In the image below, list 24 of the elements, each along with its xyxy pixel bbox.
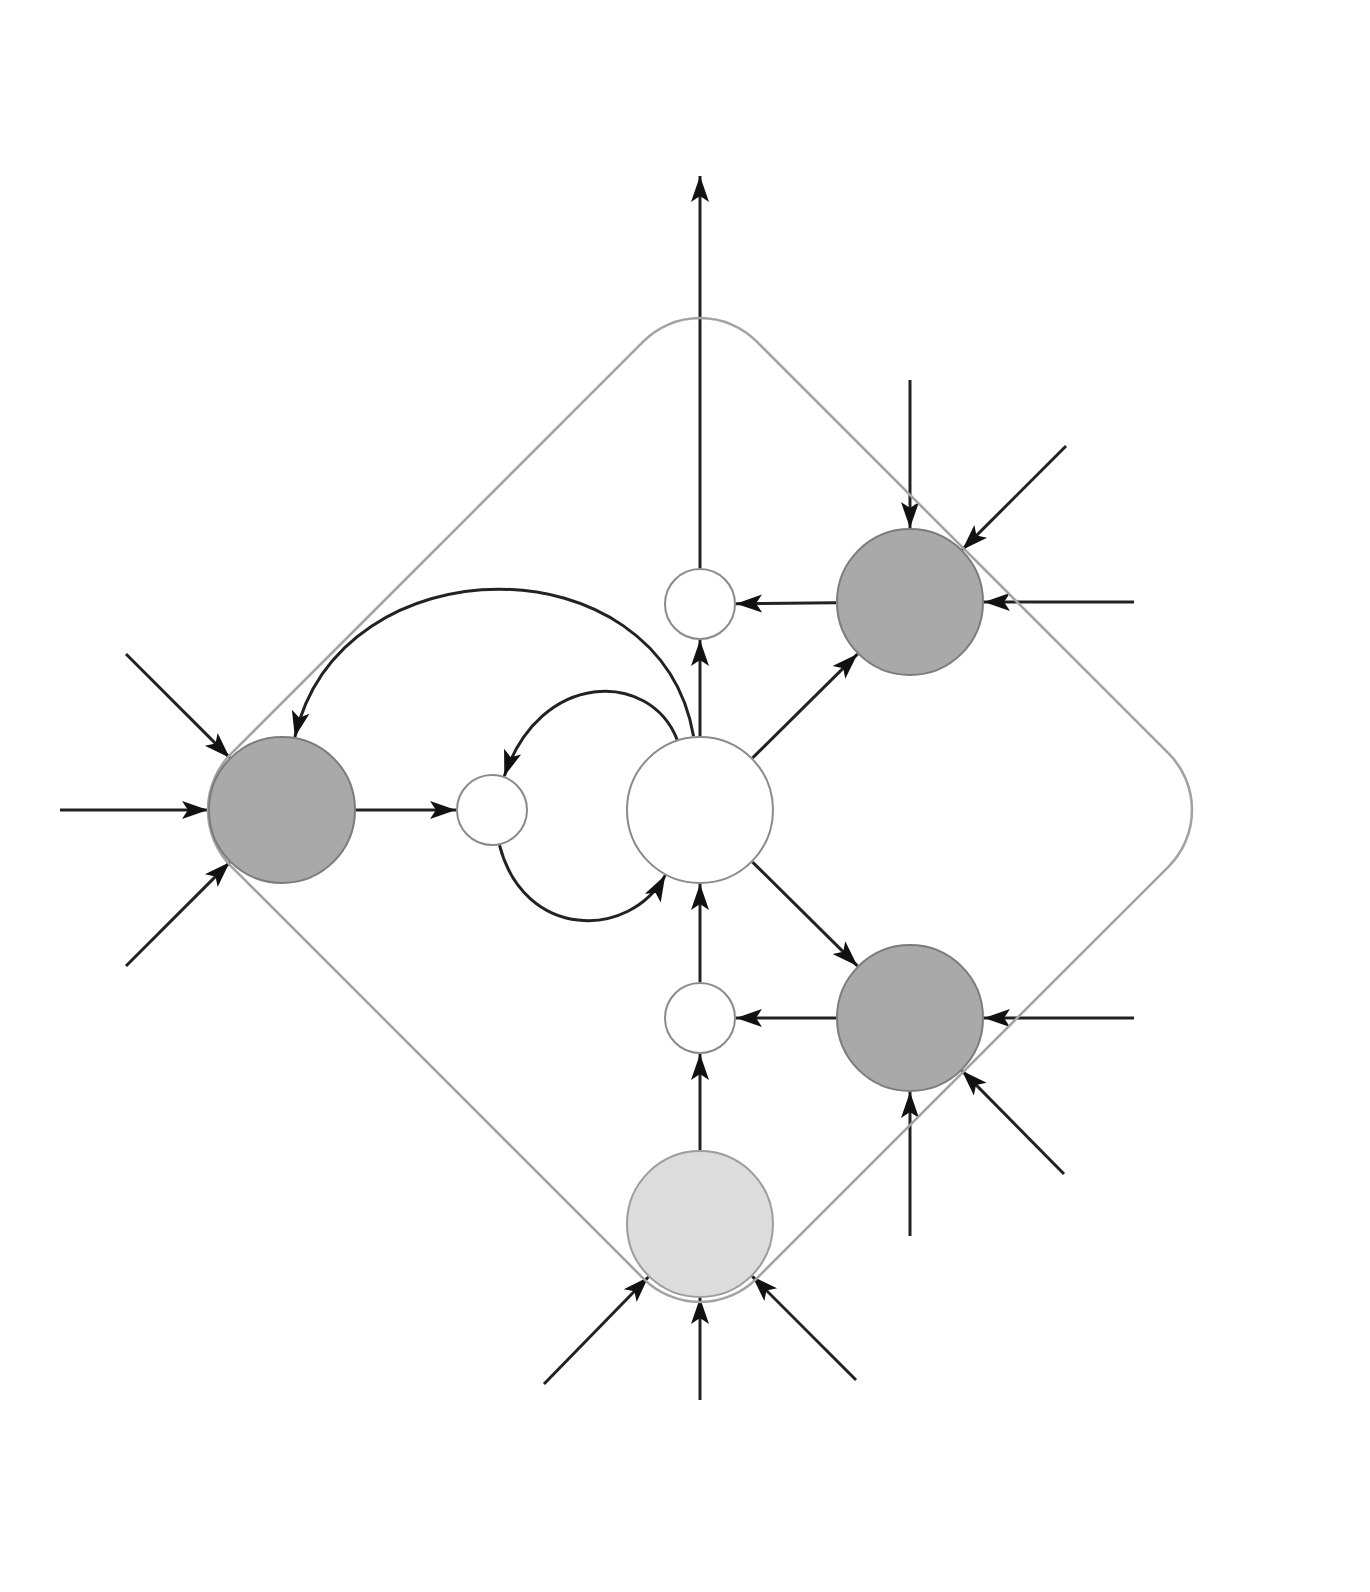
arrow — [736, 1009, 836, 1027]
arrow — [124, 652, 231, 759]
arrow — [901, 380, 919, 528]
arrow — [751, 1275, 858, 1382]
arrow — [691, 1054, 709, 1150]
arrow — [961, 444, 1068, 551]
arrow — [901, 1092, 919, 1236]
arrow — [124, 861, 231, 968]
arrow — [542, 1275, 650, 1386]
arrow — [691, 176, 709, 568]
curved-arrow — [293, 587, 695, 738]
arrow — [60, 801, 208, 819]
arrow — [751, 861, 859, 967]
arrow — [984, 593, 1134, 611]
arrow — [984, 1009, 1134, 1027]
arrow — [736, 594, 836, 613]
arrow — [356, 801, 456, 819]
curved-arrow — [498, 844, 667, 922]
arrow — [960, 1069, 1066, 1176]
curved-arrow — [502, 690, 679, 777]
arrow — [691, 884, 709, 982]
arrow — [691, 1298, 709, 1400]
arrow — [691, 640, 709, 736]
arrow — [751, 653, 859, 759]
